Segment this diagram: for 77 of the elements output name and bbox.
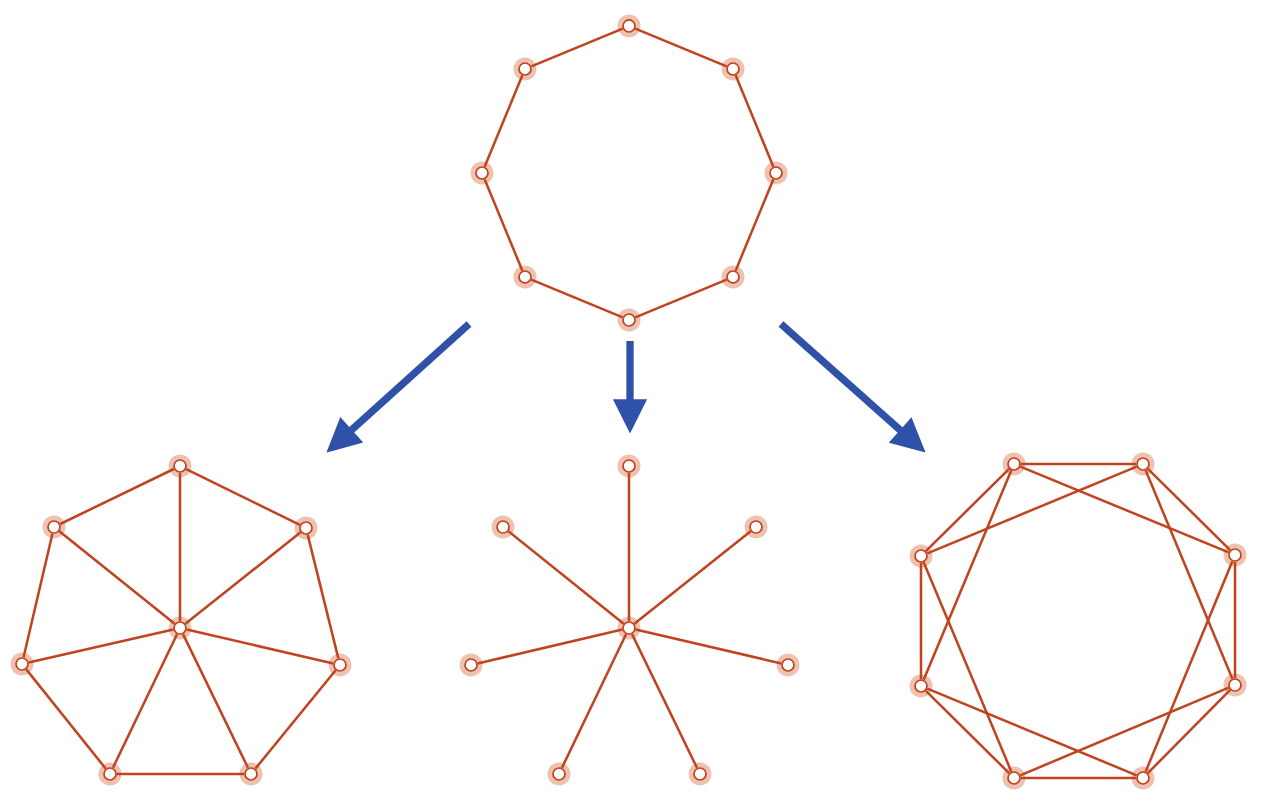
- graph-edge: [919, 562, 923, 680]
- vertex: [513, 265, 537, 289]
- vertex: [1131, 452, 1155, 476]
- graph-edge: [59, 467, 175, 526]
- vertex: [1002, 452, 1026, 476]
- graph-edge: [254, 669, 337, 770]
- vertex: [721, 265, 745, 289]
- graph-edge: [477, 628, 623, 665]
- vertex: [459, 653, 483, 677]
- vertex: [491, 515, 515, 539]
- graph-edge: [1020, 776, 1137, 780]
- vertex: [294, 516, 318, 540]
- graph-edge: [634, 27, 728, 68]
- vertex: [617, 454, 641, 478]
- vertex: [721, 57, 745, 81]
- graph-edge: [627, 472, 631, 622]
- graph-edge: [184, 531, 302, 625]
- graph-edge: [734, 178, 775, 272]
- graph-edge: [1233, 561, 1237, 679]
- graph-edge: [530, 278, 624, 319]
- graph-edge: [1020, 462, 1137, 466]
- vertex: [1131, 766, 1155, 790]
- graph-edge: [111, 633, 179, 769]
- graph-edge: [185, 467, 301, 527]
- vertex: [617, 14, 641, 38]
- graph-edge: [530, 27, 624, 68]
- graph-edge: [560, 633, 628, 769]
- vertex: [470, 161, 494, 185]
- graph-edge: [925, 689, 1010, 775]
- graph-edge: [926, 687, 1138, 777]
- graph-edge: [1144, 560, 1234, 773]
- vertex: [328, 653, 352, 677]
- graph-edge: [926, 465, 1138, 555]
- vertex: [617, 616, 641, 640]
- graph-edge: [922, 561, 1013, 773]
- vertex: [10, 652, 34, 676]
- graph-edge: [634, 278, 728, 319]
- vertex: [909, 544, 933, 568]
- graph-edge: [507, 530, 625, 625]
- graph-edge: [630, 633, 699, 769]
- graph-edge: [116, 772, 245, 776]
- graph-edge: [178, 472, 182, 622]
- graph-edge: [25, 668, 107, 770]
- vertex: [744, 515, 768, 539]
- graph-edge: [483, 178, 524, 272]
- vertex: [1002, 766, 1026, 790]
- graph-edge: [1147, 467, 1231, 552]
- vertex: [688, 762, 712, 786]
- vertex: [1223, 673, 1247, 697]
- graph-edge: [635, 628, 782, 665]
- graph-edge: [1019, 465, 1230, 554]
- vertex: [42, 515, 66, 539]
- vertex: [1223, 543, 1247, 567]
- vertex: [513, 57, 537, 81]
- graph-edge: [28, 628, 174, 664]
- graph-edge: [58, 530, 176, 625]
- graph-edge: [1019, 686, 1230, 777]
- graph-edge: [22, 533, 54, 658]
- graph-edge: [186, 628, 334, 665]
- graph-edge: [633, 530, 752, 625]
- vertex: [909, 674, 933, 698]
- graph-edge: [306, 534, 340, 659]
- vertex: [776, 653, 800, 677]
- vertex: [617, 308, 641, 332]
- vertex: [764, 161, 788, 185]
- vertex: [168, 454, 192, 478]
- graph-edge: [1146, 689, 1232, 774]
- vertex: [98, 762, 122, 786]
- graph-edge: [1144, 469, 1234, 680]
- graph-edge: [483, 74, 524, 168]
- vertex: [168, 616, 192, 640]
- vertex: [239, 762, 263, 786]
- vertex: [547, 762, 571, 786]
- graph-edge: [925, 467, 1010, 553]
- graph-edge: [922, 469, 1013, 681]
- graph-edge: [181, 633, 250, 769]
- graph-edge: [734, 74, 775, 168]
